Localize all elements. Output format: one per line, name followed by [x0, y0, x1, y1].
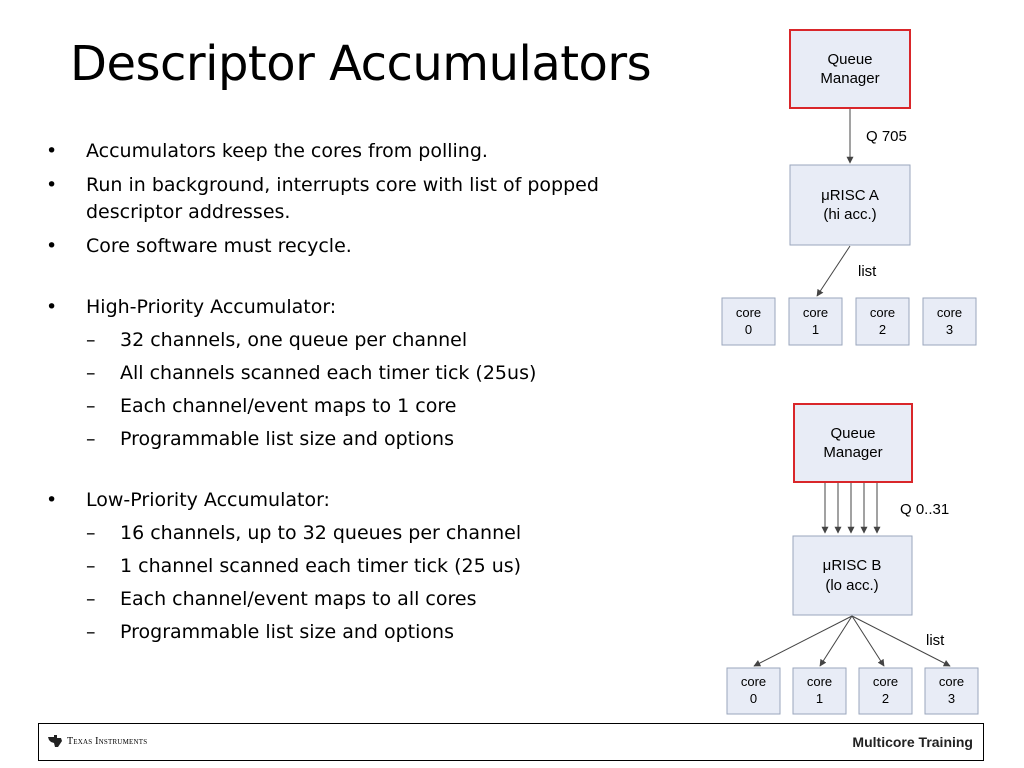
bullet-item: • High-Priority Accumulator:: [44, 294, 684, 321]
sub-bullet-item: – Programmable list size and options: [44, 619, 684, 646]
core-box: core 3: [924, 667, 979, 715]
sub-bullet-text: 16 channels, up to 32 queues per channel: [120, 522, 522, 544]
bullet-text: Low-Priority Accumulator:: [86, 489, 330, 511]
core-label: core: [937, 305, 962, 320]
risc-label: μRISC B: [823, 557, 882, 574]
core-box: core 3: [922, 297, 977, 346]
bullet-marker: •: [46, 296, 58, 318]
list-arrow: [816, 245, 851, 297]
risc-label: (hi acc.): [823, 206, 876, 223]
sub-bullet-item: – All channels scanned each timer tick (2…: [44, 360, 684, 387]
sub-bullet-text: Programmable list size and options: [120, 428, 454, 450]
bullet-text: Run in background, interrupts core with …: [86, 174, 599, 223]
sub-bullet-marker: –: [86, 395, 96, 417]
list-arrow: [753, 615, 853, 667]
bullet-item: • Low-Priority Accumulator:: [44, 487, 684, 514]
sub-bullet-item: – 1 channel scanned each timer tick (25 u…: [44, 553, 684, 580]
core-number: 0: [745, 322, 752, 337]
bullet-text: Accumulators keep the cores from polling…: [86, 140, 488, 162]
core-label: core: [803, 305, 828, 320]
list-arrow: [851, 615, 951, 667]
bullet-text: High-Priority Accumulator:: [86, 296, 337, 318]
core-label: core: [873, 674, 898, 689]
sub-bullet-text: Programmable list size and options: [120, 621, 454, 643]
sub-bullet-item: – Each channel/event maps to all cores: [44, 586, 684, 613]
lo-priority-diagram: Queue Manager Q 0..31 μRISC B (lo acc.) …: [726, 403, 979, 715]
ti-logo: Texas Instruments: [47, 734, 147, 748]
queue-label: Q 0..31: [900, 501, 949, 518]
core-label: core: [870, 305, 895, 320]
queue-manager-label: Manager: [823, 444, 882, 461]
core-number: 1: [816, 691, 823, 706]
sub-bullet-text: 32 channels, one queue per channel: [120, 329, 468, 351]
sub-bullet-marker: –: [86, 362, 96, 384]
sub-bullet-marker: –: [86, 329, 96, 351]
page-title: Descriptor Accumulators: [70, 36, 652, 92]
core-label: core: [736, 305, 761, 320]
core-number: 2: [882, 691, 889, 706]
queue-manager-label: Queue: [830, 425, 875, 442]
bullet-text: Core software must recycle.: [86, 235, 352, 257]
core-box: core 2: [858, 667, 913, 715]
core-box: core 2: [855, 297, 910, 346]
risc-box: [792, 535, 913, 616]
company-name: Texas Instruments: [67, 735, 148, 747]
queue-manager-label: Manager: [820, 70, 879, 87]
list-arrow: [819, 615, 853, 667]
sub-bullet-text: Each channel/event maps to 1 core: [120, 395, 457, 417]
course-title: Multicore Training: [852, 734, 973, 750]
core-label: core: [741, 674, 766, 689]
sub-bullet-marker: –: [86, 588, 96, 610]
core-box: core 1: [788, 297, 843, 346]
bullet-marker: •: [46, 174, 58, 196]
list-arrow: [851, 615, 885, 667]
sub-bullet-text: Each channel/event maps to all cores: [120, 588, 477, 610]
sub-bullet-item: – Each channel/event maps to 1 core: [44, 393, 684, 420]
bullet-item: • Accumulators keep the cores from pollin…: [44, 138, 684, 165]
bullet-item: • Run in background, interrupts core with…: [44, 172, 684, 226]
list-label: list: [926, 632, 945, 649]
risc-label: μRISC A: [821, 187, 879, 204]
core-number: 3: [946, 322, 953, 337]
bullet-marker: •: [46, 489, 58, 511]
core-number: 2: [879, 322, 886, 337]
queue-manager-label: Queue: [827, 51, 872, 68]
core-number: 3: [948, 691, 955, 706]
hi-priority-diagram: Queue Manager Q 705 μRISC A (hi acc.) li…: [721, 29, 977, 346]
risc-label: (lo acc.): [825, 577, 878, 594]
sub-bullet-item: – 32 channels, one queue per channel: [44, 327, 684, 354]
bullet-marker: •: [46, 140, 58, 162]
queue-manager-box: [793, 403, 913, 483]
ti-logo-icon: [48, 735, 62, 747]
core-box: core 0: [726, 667, 781, 715]
sub-bullet-marker: –: [86, 555, 96, 577]
sub-bullet-marker: –: [86, 428, 96, 450]
core-number: 1: [812, 322, 819, 337]
sub-bullet-marker: –: [86, 522, 96, 544]
sub-bullet-marker: –: [86, 621, 96, 643]
queue-manager-box: [789, 29, 911, 109]
queue-label: Q 705: [866, 128, 907, 145]
core-label: core: [807, 674, 832, 689]
core-box: core 0: [721, 297, 776, 346]
sub-bullet-text: All channels scanned each timer tick (25…: [120, 362, 537, 384]
bullet-item: • Core software must recycle.: [44, 233, 684, 260]
core-label: core: [939, 674, 964, 689]
sub-bullet-item: – 16 channels, up to 32 queues per channe…: [44, 520, 684, 547]
core-number: 0: [750, 691, 757, 706]
sub-bullet-item: – Programmable list size and options: [44, 426, 684, 453]
footer-bar: Texas Instruments Multicore Training: [38, 723, 984, 761]
bullet-marker: •: [46, 235, 58, 257]
bullet-list: • Accumulators keep the cores from pollin…: [44, 138, 684, 646]
risc-box: [789, 164, 911, 246]
sub-bullet-text: 1 channel scanned each timer tick (25 us…: [120, 555, 522, 577]
list-label: list: [858, 263, 877, 280]
core-box: core 1: [792, 667, 847, 715]
